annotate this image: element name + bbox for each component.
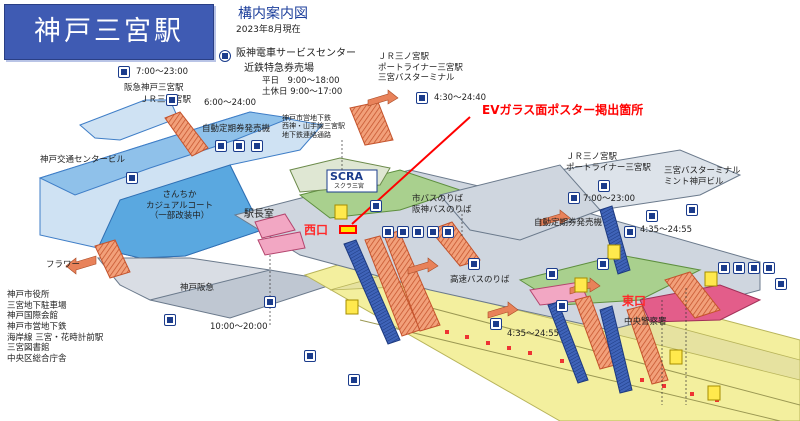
- elevator-icon: [568, 192, 580, 204]
- bus-terminal-label: 三宮バスターミナル ミント神戸ビル: [664, 166, 741, 187]
- wheelchair-icon: [412, 226, 424, 238]
- atm-icon: [233, 140, 245, 152]
- atm-icon: [686, 204, 698, 216]
- phone-icon: [126, 172, 138, 184]
- hankyu-sannomiya-label: 阪急神戸三宮駅: [124, 83, 184, 93]
- toilet-icon: [382, 226, 394, 238]
- station-title: 神戸三宮駅: [34, 16, 184, 47]
- scra-logo: SCRA: [330, 170, 363, 183]
- leader-lines: [269, 140, 687, 405]
- sanchika-label: さんちか カジュアルコート （一部改装中）: [146, 190, 213, 222]
- jr-portliner-top-label: ＪＲ三ノ宮駅 ポートライナー三宮駅 三宮バスターミナル: [378, 52, 463, 84]
- elevator-icon: [490, 318, 502, 330]
- toilet-icon: [468, 258, 480, 270]
- chuo-police-label: 中央警察署: [624, 317, 667, 327]
- kobe-kotsu-center-label: 神戸交通センタービル: [40, 155, 126, 165]
- toilet-icon: [442, 226, 454, 238]
- ev-glass-target: [339, 225, 357, 234]
- hours-430-2440: 4:30～24:40: [434, 93, 487, 103]
- station-title-box: 神戸三宮駅: [4, 4, 214, 60]
- service-hours-weekend: 土休日 9:00～17:00: [262, 87, 343, 97]
- escalator-icon: [598, 180, 610, 192]
- toilet-icon: [718, 262, 730, 274]
- flower-road-label: フラワー: [46, 260, 81, 270]
- escalator-icon: [348, 374, 360, 386]
- escalators: [343, 205, 633, 394]
- destinations-list: 神戸市役所 三宮地下駐車場 神戸国際会館 神戸市営地下鉄 海岸線 三宮・花時計前…: [7, 290, 104, 364]
- toilet-icon: [397, 226, 409, 238]
- hours-6-24: 6:00～24:00: [204, 98, 257, 108]
- elevator-icon: [304, 350, 316, 362]
- toilet-icon: [748, 262, 760, 274]
- phone-icon: [775, 278, 787, 290]
- phone-icon: [251, 140, 263, 152]
- service-center-room: [257, 231, 306, 256]
- hankyu-walkway: [96, 257, 341, 319]
- ticket-machine-icon: [215, 140, 227, 152]
- service-center-name: 阪神電車サービスセンター: [236, 48, 356, 59]
- info-icon: [597, 258, 609, 270]
- toilet-icon: [427, 226, 439, 238]
- elevator-icon: [370, 200, 382, 212]
- jr-sannomiya-label: ＪＲ三ノ宮駅: [140, 95, 191, 106]
- ticket-machine-label-1: 自動定期券発売機: [202, 124, 271, 134]
- service-center-sub: 近鉄特急券売場: [244, 63, 314, 74]
- escalator-icon: [166, 94, 178, 106]
- scra-building: [289, 157, 391, 193]
- escalator-icon: [624, 226, 636, 238]
- hours-10-20: 10:00～20:00: [210, 322, 268, 332]
- kobe-hankyu-label: 神戸阪急: [180, 283, 215, 293]
- station-office: [254, 213, 296, 239]
- hours-435-2455-a: 4:35～24:55: [640, 225, 693, 235]
- ticket-machine-icon: [546, 268, 558, 280]
- escalator-icon: [416, 92, 428, 104]
- wheelchair-icon: [733, 262, 745, 274]
- top-elevator-hours: 7:00～23:00: [136, 67, 189, 77]
- elevator-shafts: [334, 204, 721, 401]
- atm-icon: [556, 300, 568, 312]
- as-of-date: 2023年8月現在: [236, 25, 301, 35]
- east-exit-label: 東口: [622, 294, 647, 308]
- ev-poster-callout: EVガラス面ポスター掲出箇所: [482, 103, 644, 117]
- hours-435-2455-b: 4:35～24:55: [507, 329, 560, 339]
- elevator-icon: [646, 210, 658, 222]
- highway-bus-label: 高速バスのりば: [450, 275, 510, 285]
- station-office-label: 駅長室: [244, 209, 274, 220]
- elevator-icon: [264, 296, 276, 308]
- service-hours-weekday: 平日 9:00～18:00: [262, 76, 340, 86]
- subway-route-label: 神戸市営地下鉄 西神・山手線三宮駅 地下鉄連絡通路: [282, 114, 345, 139]
- exit-arrows: [65, 89, 601, 319]
- toilet-icon: [763, 262, 775, 274]
- west-exit-label: 西口: [304, 223, 329, 237]
- ticket-machine-label-2: 自動定期券発売機: [534, 218, 603, 228]
- map-title: 構内案内図: [238, 6, 308, 22]
- scra-sub: スクラ三宮: [334, 183, 365, 190]
- info-icon: [219, 50, 231, 62]
- city-bus-label: 市バスのりば 阪神バスのりば: [412, 194, 472, 215]
- elevator-icon: [118, 66, 130, 78]
- stairs-icon: [164, 314, 176, 326]
- jr-portliner-right-label: ＪＲ三ノ宮駅 ポートライナー三宮駅: [566, 152, 651, 173]
- hours-700-2300-b: 7:00～23:00: [583, 194, 636, 204]
